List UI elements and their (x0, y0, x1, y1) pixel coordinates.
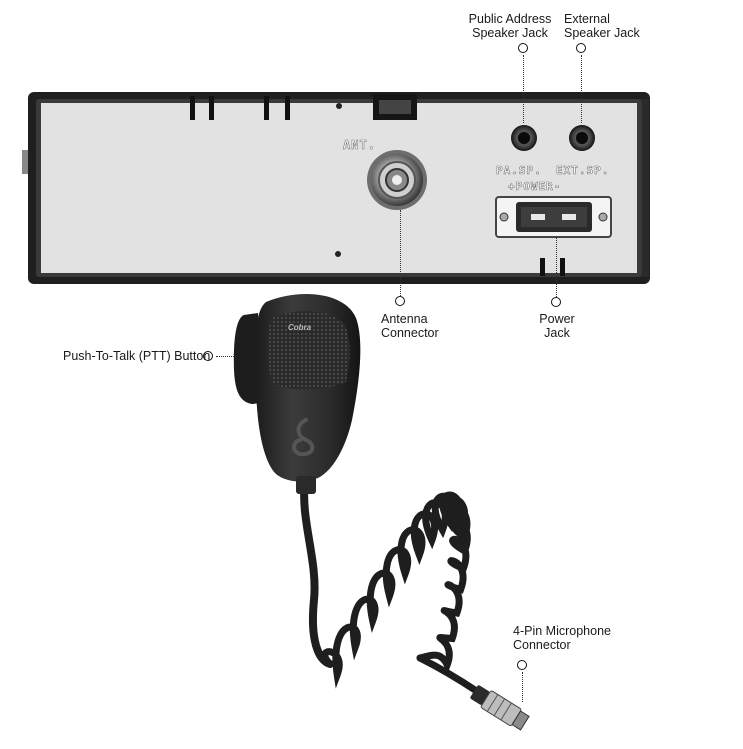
microphone-4-pin-plug (469, 683, 530, 732)
antenna-connector (367, 150, 427, 210)
mic-connector-leader-line (522, 672, 523, 702)
power-leader-line (556, 237, 557, 297)
mic-connector-label: 4-Pin Microphone Connector (513, 624, 611, 652)
ext-speaker-callout-marker (576, 43, 586, 53)
panel-pa-sp-text: PA.SP. (496, 164, 542, 177)
pa-speaker-label-line1: Public Address (466, 12, 554, 26)
antenna-callout-marker (395, 296, 405, 306)
pa-speaker-label-line2: Speaker Jack (466, 26, 554, 40)
antenna-label-line2: Connector (381, 326, 439, 340)
pa-speaker-jack-label: Public Address Speaker Jack (466, 12, 554, 40)
external-speaker-jack (569, 125, 595, 151)
power-label-line1: Power (528, 312, 586, 326)
microphone-coiled-cord (304, 480, 478, 692)
antenna-connector-label: Antenna Connector (381, 312, 439, 340)
pa-speaker-leader-line (523, 55, 524, 123)
pa-speaker-jack (511, 125, 537, 151)
panel-power-text: +POWER- (508, 180, 561, 193)
ext-speaker-leader-line (581, 55, 582, 123)
ptt-button-label: Push-To-Talk (PTT) Button (63, 349, 210, 363)
mic-brand-text: Cobra (288, 323, 312, 332)
power-callout-marker (551, 297, 561, 307)
ext-speaker-label-line2: Speaker Jack (564, 26, 640, 40)
mic-connector-label-line1: 4-Pin Microphone (513, 624, 611, 638)
panel-ext-sp-text: EXT.SP. (556, 164, 609, 177)
mic-connector-label-line2: Connector (513, 638, 611, 652)
antenna-leader-line (400, 210, 401, 296)
antenna-label-line1: Antenna (381, 312, 439, 326)
external-speaker-jack-label: External Speaker Jack (564, 12, 640, 40)
power-label-line2: Jack (528, 326, 586, 340)
power-jack (496, 197, 611, 237)
mic-connector-callout-marker (517, 660, 527, 670)
ext-speaker-label-line1: External (564, 12, 640, 26)
ptt-leader-line (216, 356, 236, 357)
pa-speaker-callout-marker (518, 43, 528, 53)
power-jack-label: Power Jack (528, 312, 586, 340)
panel-ant-text: ANT. (343, 138, 376, 152)
